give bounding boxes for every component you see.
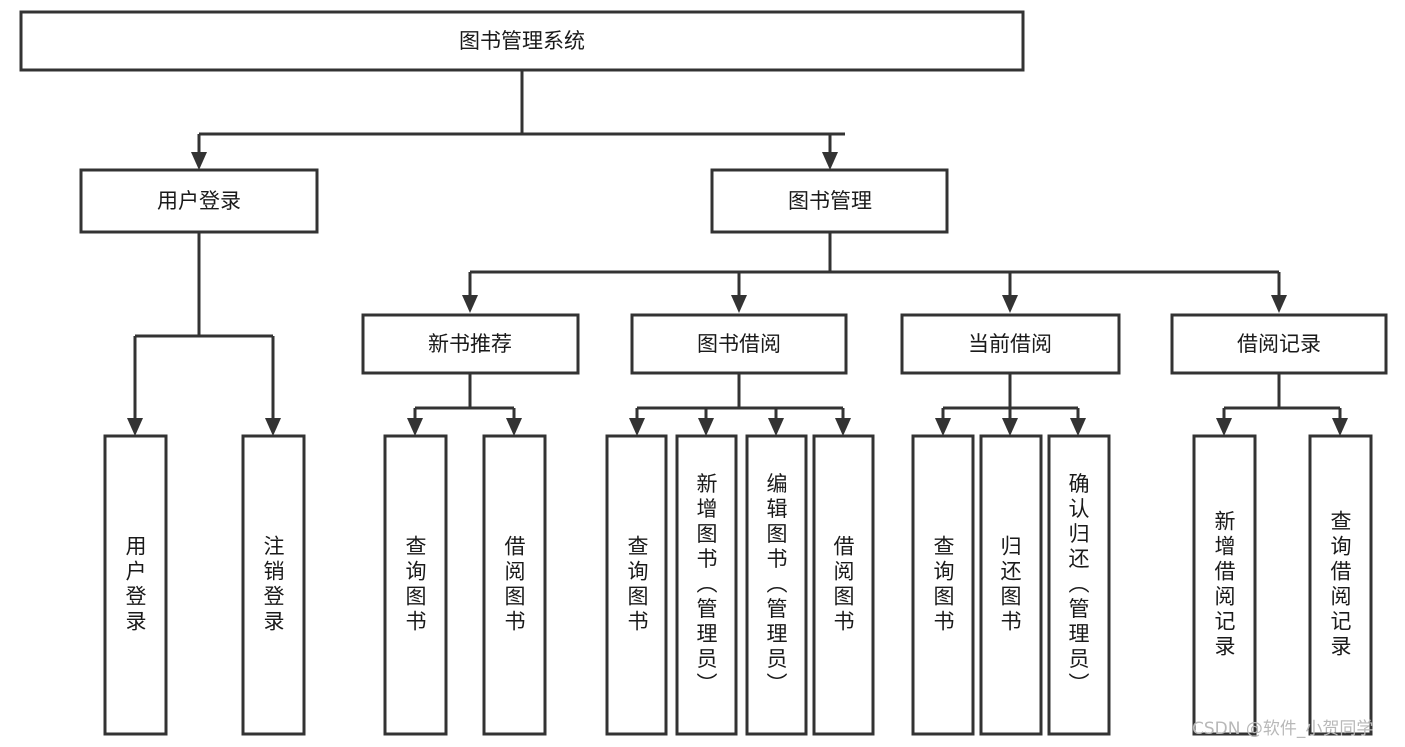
arrow-current-borrow-to-leaf-0 bbox=[935, 418, 951, 436]
leaf-node-new-book-0-label: 查询图书 bbox=[403, 535, 427, 635]
leaf-node-user-login-1-box[interactable] bbox=[241, 434, 306, 736]
arrow-root-to-book-mgmt bbox=[822, 152, 838, 170]
arrow-book-borrow-to-leaf-2 bbox=[768, 418, 784, 436]
edge-group-user-login bbox=[127, 232, 281, 436]
leaf-node-new-book-0-box[interactable] bbox=[383, 434, 448, 736]
leaf-node-borrow-record-0-label: 新增借阅记录 bbox=[1212, 510, 1236, 660]
leaf-node-user-login-0-box[interactable] bbox=[103, 434, 168, 736]
leaf-node-user-login-0[interactable]: 用户登录 bbox=[103, 434, 168, 736]
leaf-node-current-borrow-1-label: 归还图书 bbox=[998, 535, 1022, 635]
leaf-node-new-book-0[interactable]: 查询图书 bbox=[383, 434, 448, 736]
leaf-node-borrow-record-1[interactable]: 查询借阅记录 bbox=[1308, 434, 1373, 736]
leaf-node-new-book-1-label: 借阅图书 bbox=[502, 535, 526, 635]
leaf-node-book-borrow-1-box[interactable] bbox=[675, 434, 738, 736]
node-borrow-record-label: 借阅记录 bbox=[1237, 332, 1321, 356]
node-root-system-box[interactable] bbox=[19, 10, 1025, 72]
leaf-node-user-login-1-label: 注销登录 bbox=[261, 535, 285, 635]
arrow-user-login-to-leaf-1 bbox=[265, 418, 281, 436]
leaf-node-book-borrow-0[interactable]: 查询图书 bbox=[605, 434, 668, 736]
edge-group-root bbox=[191, 70, 845, 170]
arrow-user-login-to-leaf-0 bbox=[127, 418, 143, 436]
arrow-book-mgmt-to-current bbox=[1002, 295, 1018, 313]
leaf-node-book-borrow-0-label: 查询图书 bbox=[625, 535, 649, 635]
leaf-node-book-borrow-3-label: 借阅图书 bbox=[831, 535, 855, 635]
leaf-node-current-borrow-2[interactable]: 确认归还（管理员） bbox=[1047, 434, 1111, 736]
node-user-login-label: 用户登录 bbox=[157, 189, 241, 213]
edge-group-borrow-record bbox=[1216, 373, 1348, 436]
node-current-borrow-box[interactable] bbox=[900, 313, 1121, 375]
leaf-node-book-borrow-3-box[interactable] bbox=[812, 434, 875, 736]
arrow-book-borrow-to-leaf-3 bbox=[835, 418, 851, 436]
leaf-node-borrow-record-1-box[interactable] bbox=[1308, 434, 1373, 736]
leaf-node-current-borrow-0-box[interactable] bbox=[911, 434, 975, 736]
arrow-book-borrow-to-leaf-1 bbox=[698, 418, 714, 436]
leaf-node-current-borrow-2-label: 确认归还（管理员） bbox=[1066, 473, 1090, 698]
leaf-node-borrow-record-1-label: 查询借阅记录 bbox=[1328, 510, 1352, 660]
leaf-node-book-borrow-2[interactable]: 编辑图书（管理员） bbox=[745, 434, 808, 736]
arrow-book-mgmt-to-record bbox=[1271, 295, 1287, 313]
arrow-borrow-record-to-leaf-0 bbox=[1216, 418, 1232, 436]
node-new-book-recommend[interactable]: 新书推荐 bbox=[361, 313, 580, 375]
node-new-book-recommend-box[interactable] bbox=[361, 313, 580, 375]
arrow-current-borrow-to-leaf-1 bbox=[1002, 418, 1018, 436]
arrow-new-book-to-leaf-0 bbox=[407, 418, 423, 436]
arrow-book-borrow-to-leaf-0 bbox=[629, 418, 645, 436]
leaf-node-current-borrow-0-label: 查询图书 bbox=[931, 535, 955, 635]
edge-group-new-book bbox=[407, 373, 522, 436]
leaf-node-borrow-record-0[interactable]: 新增借阅记录 bbox=[1192, 434, 1257, 736]
leaf-node-borrow-record-0-box[interactable] bbox=[1192, 434, 1257, 736]
edge-group-book-borrow bbox=[629, 373, 851, 436]
arrow-book-mgmt-to-new-book bbox=[462, 295, 478, 313]
node-current-borrow-label: 当前借阅 bbox=[968, 332, 1052, 356]
node-borrow-record-box[interactable] bbox=[1170, 313, 1388, 375]
node-new-book-recommend-label: 新书推荐 bbox=[428, 332, 512, 356]
leaf-node-book-borrow-1-label: 新增图书（管理员） bbox=[694, 473, 718, 698]
leaf-node-current-borrow-1-box[interactable] bbox=[979, 434, 1043, 736]
leaf-node-new-book-1[interactable]: 借阅图书 bbox=[482, 434, 547, 736]
node-book-borrow-label: 图书借阅 bbox=[697, 332, 781, 356]
node-book-management-label: 图书管理 bbox=[788, 189, 872, 213]
node-book-management-box[interactable] bbox=[710, 168, 949, 234]
arrow-book-mgmt-to-borrow bbox=[731, 295, 747, 313]
node-current-borrow[interactable]: 当前借阅 bbox=[900, 313, 1121, 375]
arrow-current-borrow-to-leaf-2 bbox=[1070, 418, 1086, 436]
leaf-node-book-borrow-2-box[interactable] bbox=[745, 434, 808, 736]
arrow-new-book-to-leaf-1 bbox=[506, 418, 522, 436]
watermark-text: CSDN @软件_小贺同学 bbox=[1192, 719, 1374, 739]
leaf-node-book-borrow-2-label: 编辑图书（管理员） bbox=[764, 473, 788, 698]
node-root-system[interactable]: 图书管理系统 bbox=[19, 10, 1025, 72]
node-borrow-record[interactable]: 借阅记录 bbox=[1170, 313, 1388, 375]
arrow-borrow-record-to-leaf-1 bbox=[1332, 418, 1348, 436]
edge-group-book-mgmt bbox=[462, 232, 1287, 313]
leaf-node-current-borrow-1[interactable]: 归还图书 bbox=[979, 434, 1043, 736]
node-user-login[interactable]: 用户登录 bbox=[79, 168, 319, 234]
leaf-node-book-borrow-1[interactable]: 新增图书（管理员） bbox=[675, 434, 738, 736]
node-book-management[interactable]: 图书管理 bbox=[710, 168, 949, 234]
leaf-node-book-borrow-0-box[interactable] bbox=[605, 434, 668, 736]
edge-group-current-borrow bbox=[935, 373, 1086, 436]
leaf-node-current-borrow-0[interactable]: 查询图书 bbox=[911, 434, 975, 736]
arrow-root-to-user-login bbox=[191, 152, 207, 170]
node-book-borrow-box[interactable] bbox=[630, 313, 848, 375]
leaf-node-new-book-1-box[interactable] bbox=[482, 434, 547, 736]
leaf-node-current-borrow-2-box[interactable] bbox=[1047, 434, 1111, 736]
node-user-login-box[interactable] bbox=[79, 168, 319, 234]
node-root-system-label: 图书管理系统 bbox=[459, 29, 585, 53]
leaf-node-book-borrow-3[interactable]: 借阅图书 bbox=[812, 434, 875, 736]
node-book-borrow[interactable]: 图书借阅 bbox=[630, 313, 848, 375]
leaf-node-user-login-0-label: 用户登录 bbox=[123, 535, 147, 635]
leaf-node-user-login-1[interactable]: 注销登录 bbox=[241, 434, 306, 736]
